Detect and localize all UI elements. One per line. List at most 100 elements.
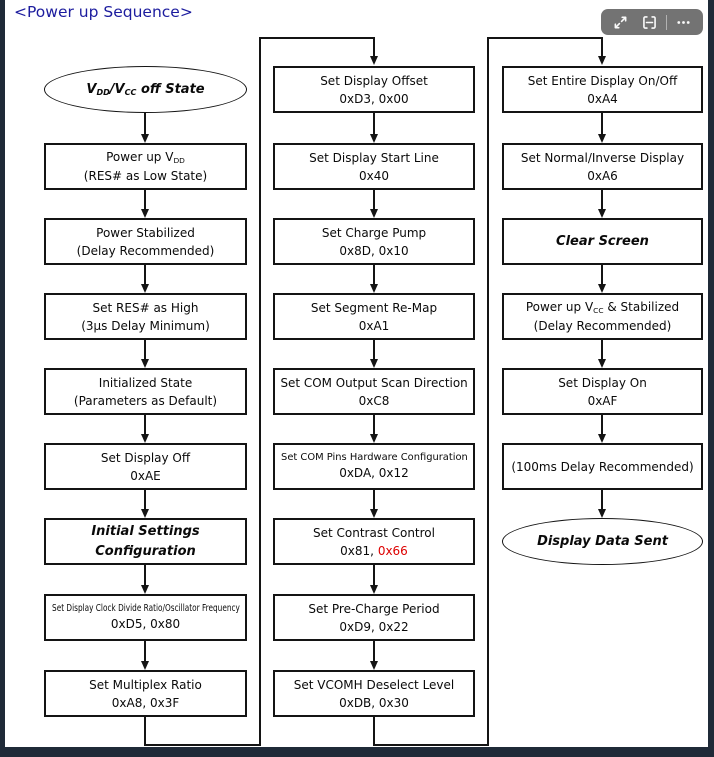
text-run: 0x66 — [377, 543, 408, 558]
text-run: & Stabilized — [603, 300, 680, 315]
arrowhead-icon — [370, 284, 378, 293]
node-text-line: 0xD9, 0x22 — [339, 618, 408, 636]
node-text-line: Set Display On — [558, 374, 647, 392]
arrowhead-icon — [598, 284, 606, 293]
node-text-line: 0xD3, 0x00 — [339, 90, 408, 108]
connector-line — [373, 717, 375, 746]
text-run: off State — [136, 81, 205, 97]
text-run: Initialized State — [98, 375, 193, 390]
text-run: 0xD5, 0x80 — [110, 617, 181, 632]
connector-line — [601, 415, 603, 436]
node-text-line: Set Pre-Charge Period — [308, 600, 439, 618]
text-run: (Delay Recommended) — [76, 243, 215, 258]
copy-image-button[interactable] — [635, 9, 664, 35]
node-text-line: Set Display Clock Divide Ratio/Oscillato… — [18, 602, 274, 616]
node-text-line: (3µs Delay Minimum) — [81, 317, 210, 335]
connector-line — [487, 37, 489, 746]
node-text-line: Set VCOMH Deselect Level — [294, 676, 455, 694]
node-text-line: (100ms Delay Recommended) — [511, 458, 693, 476]
text-run: Clear Screen — [556, 233, 649, 249]
text-run: DD — [96, 87, 110, 97]
arrowhead-icon — [598, 434, 606, 443]
node-text-line: 0xDB, 0x30 — [339, 694, 409, 712]
connector-line — [144, 565, 146, 587]
text-run: Display Data Sent — [537, 533, 668, 549]
text-run: Set Display Offset — [320, 73, 428, 88]
node-text-line: 0xA6 — [587, 167, 618, 185]
node-text-line: 0xD5, 0x80 — [111, 615, 180, 633]
text-run: Set Charge Pump — [321, 225, 427, 240]
node-100ms-delay-recommended: (100ms Delay Recommended) — [502, 443, 703, 490]
node-text-line: 0xA8, 0x3F — [112, 694, 179, 712]
connector-line — [373, 744, 489, 746]
node-set-contrast-control: Set Contrast Control 0x81, 0x66 — [273, 518, 475, 565]
text-run: Set Contrast Control — [313, 525, 435, 540]
text-run: Set Display On — [558, 375, 647, 390]
text-run: 0xA1 — [358, 318, 390, 333]
text-run: CC — [593, 306, 604, 316]
page-border-left — [0, 0, 5, 757]
arrowhead-icon — [598, 56, 606, 65]
page-border-right — [708, 0, 714, 757]
node-text-line: Power up VDD — [106, 148, 185, 166]
fullscreen-button[interactable] — [606, 9, 635, 35]
connector-line — [373, 415, 375, 436]
connector-line — [373, 265, 375, 286]
arrowhead-icon — [141, 359, 149, 368]
text-run: 0xA4 — [587, 91, 618, 106]
arrowhead-icon — [141, 434, 149, 443]
node-text-line: 0x40 — [359, 167, 389, 185]
node-text-line: 0xA4 — [587, 90, 618, 108]
node-text-line: 0xA1 — [359, 317, 390, 335]
node-text-line: Set Segment Re-Map — [311, 299, 437, 317]
more-options-button[interactable] — [669, 9, 698, 35]
node-set-display-on: Set Display On 0xAF — [502, 368, 703, 415]
text-run: 0xA6 — [587, 168, 618, 183]
text-run: Set RES# as High — [92, 300, 199, 315]
node-text-line: Set COM Pins Hardware Configuration — [280, 451, 469, 465]
arrowhead-icon — [598, 209, 606, 218]
connector-line — [144, 265, 146, 286]
node-text-line: Initial Settings — [91, 522, 199, 542]
text-run: 0xAF — [587, 393, 618, 408]
text-run: 0x81, — [340, 543, 378, 558]
page-border-bottom — [0, 747, 714, 757]
text-run: /V — [109, 81, 125, 97]
node-text-line: (Delay Recommended) — [534, 317, 672, 335]
text-run: Configuration — [95, 543, 196, 559]
arrowhead-icon — [370, 585, 378, 594]
node-set-charge-pump: Set Charge Pump 0x8D, 0x10 — [273, 218, 475, 265]
text-run: 0xD9, 0x22 — [339, 619, 409, 634]
text-run: Set Pre-Charge Period — [308, 601, 440, 616]
connector-line — [144, 641, 146, 663]
node-display-data-sent: Display Data Sent — [502, 518, 703, 565]
connector-line — [601, 113, 603, 136]
arrowhead-icon — [598, 134, 606, 143]
node-text-line: 0x8D, 0x10 — [339, 242, 408, 260]
arrowhead-icon — [598, 509, 606, 518]
text-run: DD — [173, 156, 185, 166]
toolbar-divider — [666, 14, 667, 30]
text-run: 0xAE — [130, 468, 161, 483]
arrowhead-icon — [598, 359, 606, 368]
connector-line — [601, 37, 603, 57]
connector-line — [601, 190, 603, 211]
node-text-line: (Parameters as Default) — [74, 392, 217, 410]
arrowhead-icon — [141, 585, 149, 594]
text-run: V — [86, 81, 97, 97]
connector-line — [144, 744, 261, 746]
text-run: Power up V — [106, 150, 174, 165]
node-clear-screen: Clear Screen — [502, 218, 703, 265]
connector-line — [373, 490, 375, 511]
node-set-pre-charge-period: Set Pre-Charge Period 0xD9, 0x22 — [273, 594, 475, 641]
node-text-line: Set Contrast Control — [313, 524, 435, 542]
arrowhead-icon — [141, 661, 149, 670]
connector-line — [259, 37, 375, 39]
arrowhead-icon — [370, 661, 378, 670]
copy-icon — [643, 15, 656, 29]
connector-line — [144, 415, 146, 436]
